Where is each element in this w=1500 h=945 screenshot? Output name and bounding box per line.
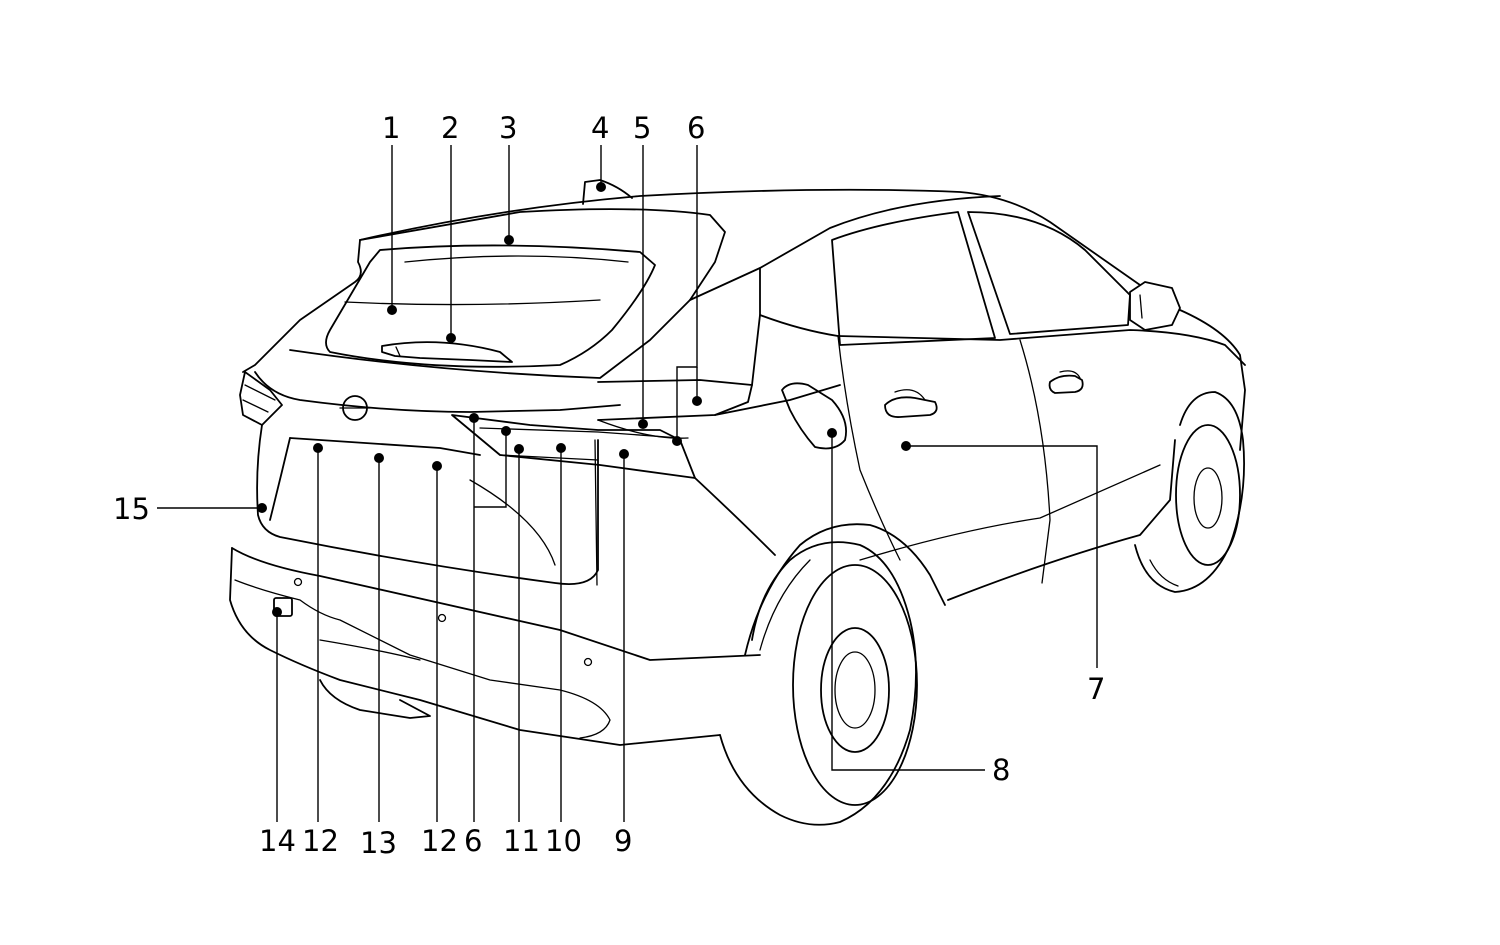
- dot-12-right: [432, 461, 442, 471]
- dot-13: [374, 453, 384, 463]
- leader-dots: [257, 182, 911, 617]
- dot-2: [446, 333, 456, 343]
- dot-14: [272, 607, 282, 617]
- callout-9: 9: [614, 824, 633, 858]
- dot-11: [514, 444, 524, 454]
- dot-9: [619, 449, 629, 459]
- callout-1: 1: [382, 111, 401, 145]
- callout-12-right: 12: [421, 824, 458, 858]
- dot-6b-lower: [469, 413, 479, 423]
- dot-4: [596, 182, 606, 192]
- callout-13: 13: [360, 826, 397, 860]
- leader-lines: [157, 145, 1098, 822]
- dot-8: [827, 428, 837, 438]
- dot-6-upper: [692, 396, 702, 406]
- dot-5: [638, 419, 648, 429]
- dot-7: [901, 441, 911, 451]
- callout-12-left: 12: [302, 824, 339, 858]
- dot-6-lower: [672, 436, 682, 446]
- callout-15: 15: [113, 492, 150, 526]
- callout-11: 11: [503, 824, 540, 858]
- callout-6-top: 6: [687, 111, 706, 145]
- car-outline: [229, 179, 1246, 826]
- dot-10: [556, 443, 566, 453]
- dot-6b-upper: [501, 426, 511, 436]
- callout-5: 5: [633, 111, 652, 145]
- callout-4: 4: [591, 111, 610, 145]
- callout-14: 14: [259, 824, 296, 858]
- callout-3: 3: [499, 111, 518, 145]
- dot-15: [257, 503, 267, 513]
- callout-2: 2: [441, 111, 460, 145]
- dot-12-left: [313, 443, 323, 453]
- dot-3: [504, 235, 514, 245]
- callout-6-bottom: 6: [464, 824, 483, 858]
- callout-7: 7: [1087, 672, 1106, 706]
- dot-1: [387, 305, 397, 315]
- callout-10: 10: [545, 824, 582, 858]
- callout-8: 8: [992, 753, 1011, 787]
